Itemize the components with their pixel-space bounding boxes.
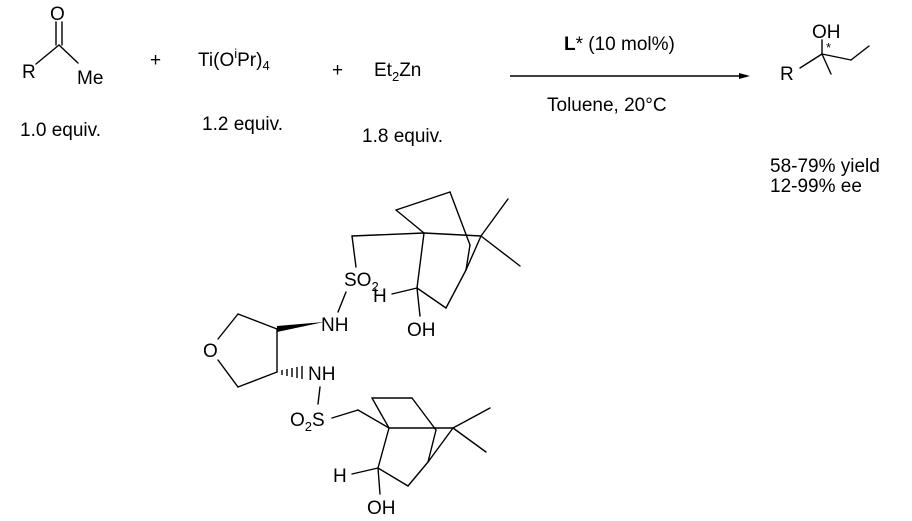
bond-ch2-bridgehead-top: [351, 232, 425, 237]
h-top: H: [373, 286, 387, 307]
product-bond-methyl: [821, 53, 832, 75]
product-bond-ethyl-1: [821, 53, 852, 61]
plus-sign-1: +: [150, 50, 161, 71]
camphor-top-bridge-c1: [423, 232, 482, 237]
alcohol-product: OH R * 58-79% yield 12-99% ee: [770, 22, 880, 197]
camphor-top-c1-c2: [416, 232, 425, 289]
camphor-bottom-methyl-a: [452, 407, 491, 429]
h-bottom: H: [333, 466, 347, 487]
oh-top: OH: [407, 320, 436, 341]
camphor-top-c2-oh: [416, 287, 421, 317]
plus-sign-2: +: [332, 60, 343, 81]
camphor-top-methyl-b: [480, 235, 521, 267]
solvent-temperature: Toluene, 20°C: [547, 95, 667, 116]
ketone-bond-me: [58, 44, 79, 64]
ketone-equiv: 1.0 equiv.: [20, 120, 101, 141]
camphor-top-c4-c5: [465, 244, 471, 271]
bond-ch2-bridgehead-bottom: [357, 409, 390, 429]
product-bond-ethyl-2: [850, 45, 870, 61]
camphor-top-c3-c4: [445, 269, 467, 309]
zinc-equiv: 1.8 equiv.: [362, 126, 443, 147]
nh-top: NH: [321, 315, 348, 336]
camphor-bottom-c1-c7: [371, 397, 390, 429]
product-atom-r: R: [780, 64, 794, 85]
camphor-top-c2-c3: [416, 287, 447, 309]
camphor-bottom-c2-c3: [377, 467, 409, 487]
reaction-arrow: L* (10 mol%) Toluene, 20°C: [510, 34, 750, 116]
ketone-atom-me: Me: [77, 68, 103, 89]
camphor-top-bridge-c4: [465, 235, 482, 271]
arrow-head: [739, 73, 750, 79]
product-atom-oh: OH: [812, 22, 841, 43]
product-bond-r: [799, 53, 823, 69]
product-ee: 12-99% ee: [770, 176, 862, 197]
camphor-top-c6-c5: [449, 191, 471, 246]
camphor-bottom-methyl-b: [452, 427, 487, 453]
camphor-top-c7-c6: [395, 191, 451, 211]
product-yield: 58-79% yield: [770, 156, 880, 177]
ketone-bond-r: [35, 44, 60, 65]
oh-bottom: OH: [367, 498, 396, 519]
bond-nh-so2-bottom: [317, 386, 321, 405]
camphor-top-c2-h: [391, 287, 418, 295]
thf-ring-oxygen: O: [203, 341, 218, 362]
bond-nh-so2-top: [337, 291, 347, 313]
titanium-equiv: 1.2 equiv.: [202, 114, 283, 135]
thf-bond-o-c2: [217, 313, 239, 340]
so2-top: SO2: [344, 270, 379, 294]
thf-bond-c4-c5: [237, 371, 278, 388]
bond-so2-ch2-bottom: [331, 409, 359, 419]
ligand-loading: L* (10 mol%): [564, 34, 675, 55]
camphor-top-methyl-a: [480, 198, 509, 237]
thf-bond-c2-c3: [237, 313, 278, 330]
so2-bottom: O2S: [290, 410, 325, 434]
titanium-reactant: Ti(OiPr)4 1.2 equiv.: [198, 46, 283, 135]
hashed-bond-c4-nh: [281, 366, 303, 379]
camphor-bottom-c3-c4: [407, 461, 429, 487]
ligand-structure: O NH NH SO2 H OH: [203, 191, 521, 519]
ketone-atom-r: R: [22, 62, 36, 83]
camphor-bottom-c2-h: [351, 467, 379, 475]
camphor-bottom-c6-c5: [411, 397, 437, 431]
zinc-formula: Et2Zn: [374, 60, 421, 84]
thf-bond-c5-o: [217, 359, 239, 388]
ketone-reactant: O R Me 1.0 equiv.: [20, 4, 103, 141]
wedge-bond-c3-nh: [277, 322, 324, 332]
camphor-top-c1-c7: [395, 209, 425, 234]
product-stereo-mark: *: [826, 40, 831, 55]
camphor-bottom-bridge-c4: [427, 427, 454, 463]
bond-so2-ch2-top: [351, 235, 357, 268]
ketone-atom-o: O: [50, 4, 65, 25]
camphor-bottom-c4-c5: [427, 429, 437, 463]
camphor-bottom-c1-c2: [377, 427, 390, 469]
titanium-formula: Ti(OiPr)4: [198, 46, 270, 73]
camphor-bottom-c2-oh: [377, 467, 381, 495]
zinc-reactant: Et2Zn 1.8 equiv.: [362, 60, 443, 147]
nh-bottom: NH: [308, 364, 335, 385]
